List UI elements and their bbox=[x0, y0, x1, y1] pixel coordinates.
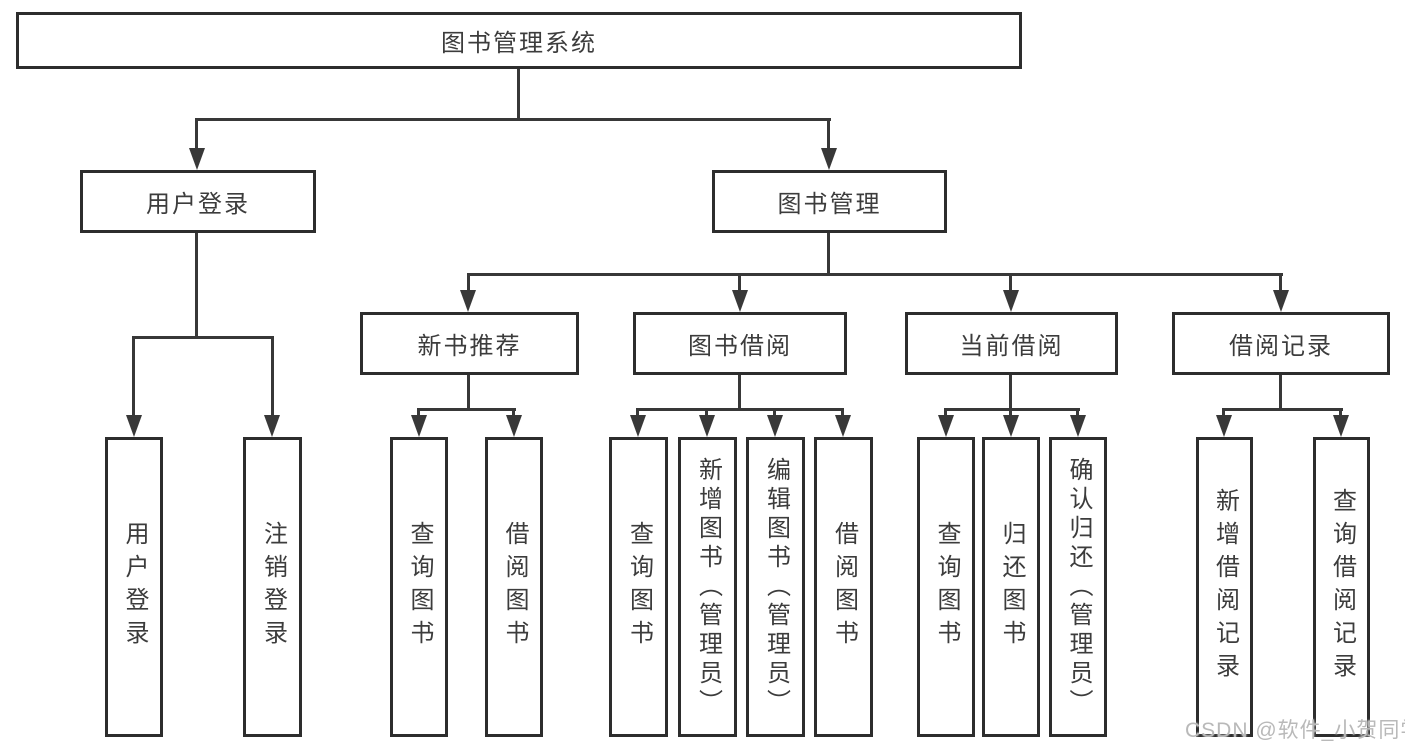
leaf-user-login: 用户登录 bbox=[105, 437, 163, 737]
leaf-borrow-books-1: 借阅图书 bbox=[485, 437, 543, 737]
connector-line bbox=[944, 408, 1080, 411]
arrow-down-icon bbox=[460, 290, 476, 312]
connector-line bbox=[132, 336, 135, 417]
node-user-login: 用户登录 bbox=[80, 170, 316, 233]
leaf-logout: 注销登录 bbox=[243, 437, 302, 737]
node-book-management-label: 图书管理 bbox=[777, 191, 882, 218]
arrow-down-icon bbox=[699, 415, 715, 437]
arrow-down-icon bbox=[1273, 290, 1289, 312]
connector-line bbox=[417, 408, 420, 420]
node-root-label: 图书管理系统 bbox=[441, 30, 597, 57]
node-book-borrowing: 图书借阅 bbox=[633, 312, 847, 375]
leaf-query-books-2: 查询图书 bbox=[609, 437, 668, 737]
node-current-borrowing: 当前借阅 bbox=[905, 312, 1118, 375]
leaf-edit-book-admin-label: 编辑图书（管理员） bbox=[762, 456, 790, 718]
node-borrow-records: 借阅记录 bbox=[1172, 312, 1390, 375]
leaf-edit-book-admin: 编辑图书（管理员） bbox=[746, 437, 805, 737]
leaf-query-books-2-label: 查询图书 bbox=[625, 521, 653, 653]
leaf-query-borrow-record: 查询借阅记录 bbox=[1313, 437, 1370, 737]
node-book-borrowing-label: 图书借阅 bbox=[688, 333, 792, 360]
connector-line bbox=[1339, 408, 1342, 420]
leaf-query-borrow-record-label: 查询借阅记录 bbox=[1328, 488, 1356, 686]
node-root: 图书管理系统 bbox=[16, 12, 1022, 69]
connector-line bbox=[1222, 408, 1225, 420]
node-new-book-recommend: 新书推荐 bbox=[360, 312, 579, 375]
connector-line bbox=[467, 273, 470, 293]
connector-line bbox=[132, 336, 274, 339]
leaf-query-books-3: 查询图书 bbox=[917, 437, 975, 737]
connector-line bbox=[517, 69, 520, 118]
csdn-watermark: CSDN @软件_小贺同学 bbox=[1185, 719, 1405, 742]
connector-line bbox=[512, 408, 515, 420]
connector-line bbox=[467, 375, 470, 408]
connector-line bbox=[841, 408, 844, 420]
leaf-borrow-books-1-label: 借阅图书 bbox=[501, 521, 528, 653]
leaf-logout-label: 注销登录 bbox=[259, 521, 287, 653]
connector-line bbox=[773, 408, 776, 420]
connector-line bbox=[1009, 375, 1012, 408]
connector-line bbox=[1076, 408, 1079, 420]
leaf-add-book-admin: 新增图书（管理员） bbox=[678, 437, 737, 737]
leaf-add-book-admin-label: 新增图书（管理员） bbox=[694, 456, 722, 718]
leaf-borrow-books-2: 借阅图书 bbox=[814, 437, 873, 737]
arrow-down-icon bbox=[1003, 415, 1019, 437]
connector-line bbox=[271, 336, 274, 417]
node-user-login-label: 用户登录 bbox=[146, 191, 250, 218]
arrow-down-icon bbox=[938, 415, 954, 437]
node-current-borrowing-label: 当前借阅 bbox=[959, 333, 1064, 360]
connector-line bbox=[195, 233, 198, 336]
leaf-add-borrow-record-label: 新增借阅记录 bbox=[1211, 488, 1239, 686]
arrow-down-icon bbox=[835, 415, 851, 437]
arrow-down-icon bbox=[189, 148, 205, 170]
connector-line bbox=[944, 408, 947, 420]
leaf-confirm-return-admin: 确认归还（管理员） bbox=[1049, 437, 1107, 737]
leaf-return-book: 归还图书 bbox=[982, 437, 1040, 737]
arrow-down-icon bbox=[1216, 415, 1232, 437]
connector-line bbox=[705, 408, 708, 420]
arrow-down-icon bbox=[506, 415, 522, 437]
leaf-user-login-label: 用户登录 bbox=[121, 521, 148, 653]
connector-line bbox=[195, 118, 198, 152]
connector-line bbox=[827, 118, 830, 152]
node-borrow-records-label: 借阅记录 bbox=[1229, 333, 1333, 360]
leaf-add-borrow-record: 新增借阅记录 bbox=[1196, 437, 1253, 737]
connector-line bbox=[827, 233, 830, 273]
arrow-down-icon bbox=[732, 290, 748, 312]
arrow-down-icon bbox=[630, 415, 646, 437]
connector-line bbox=[1222, 408, 1343, 411]
connector-line bbox=[1279, 375, 1282, 408]
connector-line bbox=[738, 375, 741, 408]
connector-line bbox=[636, 408, 844, 411]
leaf-borrow-books-2-label: 借阅图书 bbox=[830, 521, 858, 653]
leaf-query-books-1: 查询图书 bbox=[390, 437, 448, 737]
leaf-query-books-1-label: 查询图书 bbox=[406, 521, 433, 653]
connector-line bbox=[467, 273, 1283, 276]
node-new-book-recommend-label: 新书推荐 bbox=[417, 333, 522, 360]
connector-line bbox=[1009, 408, 1012, 420]
connector-line bbox=[417, 408, 516, 411]
connector-line bbox=[1279, 273, 1282, 293]
arrow-down-icon bbox=[821, 148, 837, 170]
arrow-down-icon bbox=[126, 415, 142, 437]
arrow-down-icon bbox=[1333, 415, 1349, 437]
connector-line bbox=[738, 273, 741, 293]
node-book-management: 图书管理 bbox=[712, 170, 947, 233]
arrow-down-icon bbox=[411, 415, 427, 437]
leaf-query-books-3-label: 查询图书 bbox=[933, 521, 960, 653]
arrow-down-icon bbox=[1003, 290, 1019, 312]
connector-line bbox=[636, 408, 639, 420]
connector-line bbox=[1009, 273, 1012, 293]
arrow-down-icon bbox=[767, 415, 783, 437]
connector-line bbox=[195, 118, 831, 121]
leaf-return-book-label: 归还图书 bbox=[998, 521, 1025, 653]
arrow-down-icon bbox=[264, 415, 280, 437]
arrow-down-icon bbox=[1070, 415, 1086, 437]
leaf-confirm-return-admin-label: 确认归还（管理员） bbox=[1065, 456, 1092, 718]
